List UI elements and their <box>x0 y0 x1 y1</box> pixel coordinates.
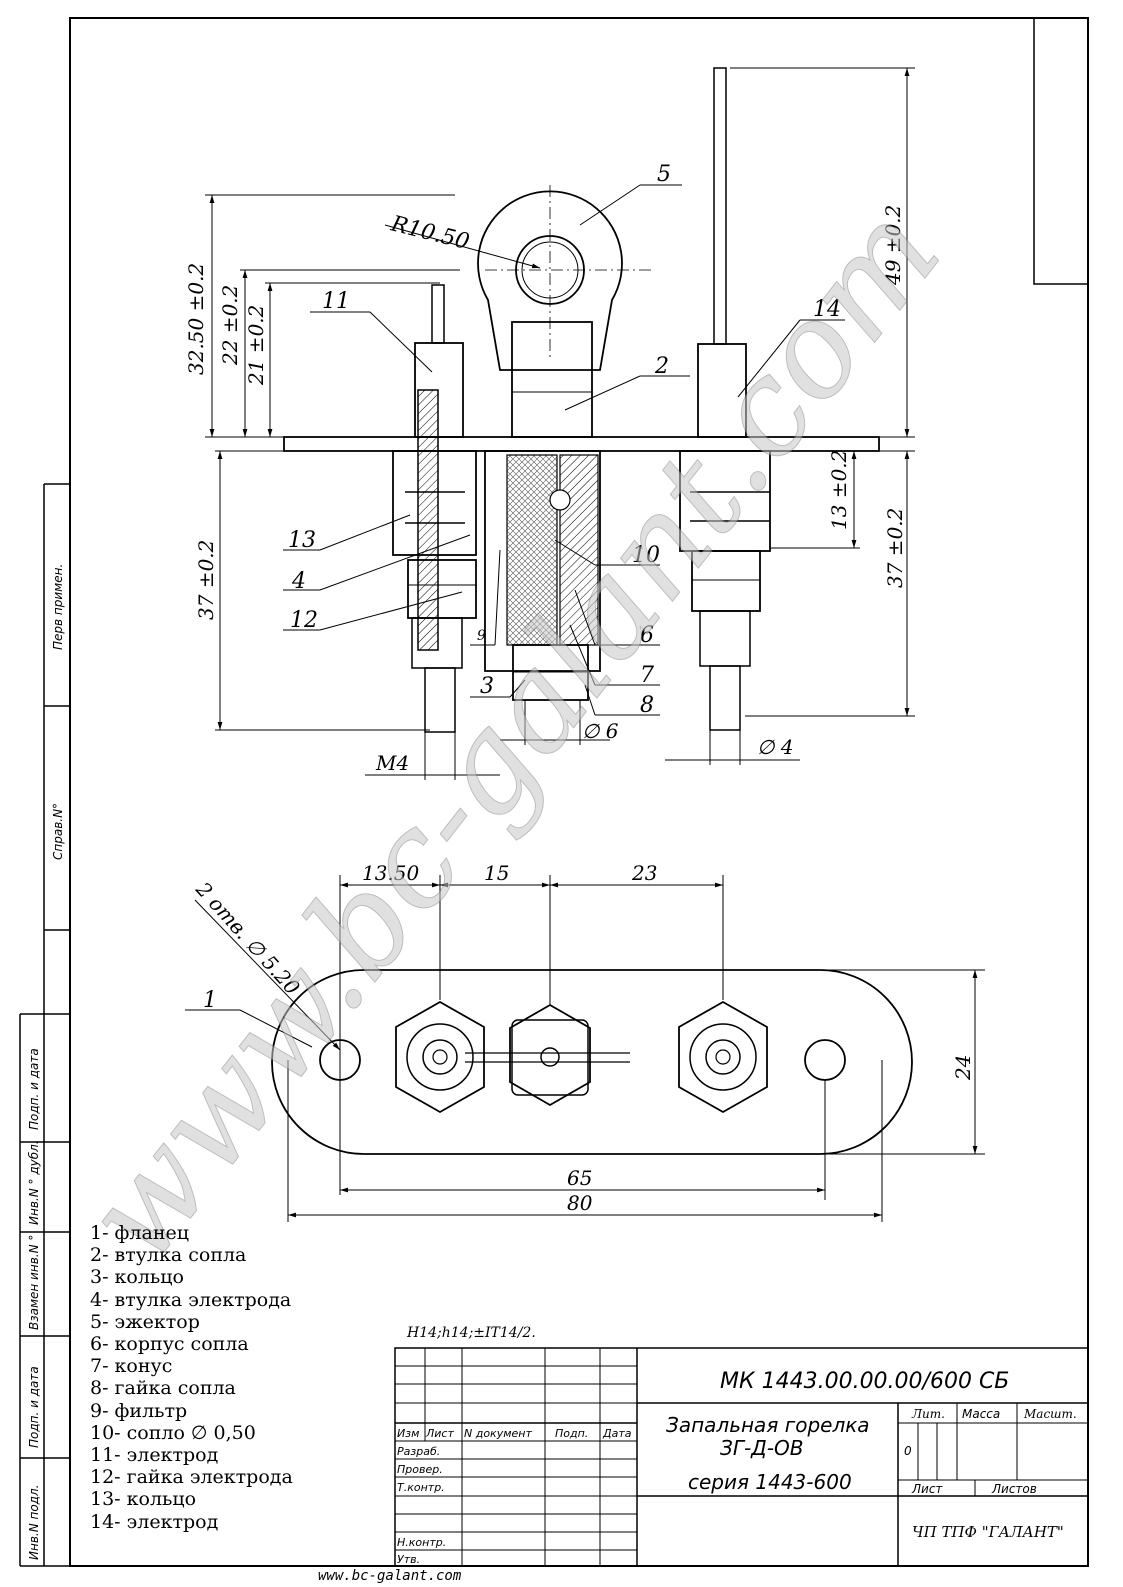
electrode-left <box>431 284 445 344</box>
left-electrode-sleeve <box>417 389 439 651</box>
svg-text:Подп. и дата: Подп. и дата <box>27 1048 41 1130</box>
dim-32-5: 32.50 ±0.2 <box>184 263 208 375</box>
svg-text:Подп.: Подп. <box>555 1427 588 1440</box>
dim-r1050: R10.50 <box>388 211 472 255</box>
top-dimension-lines <box>205 67 915 780</box>
svg-text:Листов: Листов <box>991 1482 1037 1496</box>
dim-d6: ∅ 6 <box>582 719 619 743</box>
callout-8: 8 <box>640 693 654 718</box>
svg-text:Инв.N ° дубл.: Инв.N ° дубл. <box>27 1140 41 1225</box>
callout-10: 10 <box>632 543 660 568</box>
svg-text:Утв.: Утв. <box>397 1553 420 1566</box>
company-name: ЧП ТПФ "ГАЛАНТ" <box>912 1523 1064 1541</box>
svg-text:Масса: Масса <box>962 1407 1000 1421</box>
legend-item: 7- конус <box>90 1355 173 1378</box>
legend-item: 2- втулка сопла <box>90 1244 247 1267</box>
hole-right <box>804 1039 846 1081</box>
legend-item: 14- электрод <box>90 1510 219 1533</box>
callout-leaders <box>185 184 845 1048</box>
product-series: серия 1443-600 <box>688 1470 852 1494</box>
drawing-number: МК 1443.00.00.00/600 СБ <box>720 1369 1009 1394</box>
legend-item: 9- фильтр <box>90 1399 188 1422</box>
callout-12: 12 <box>290 608 318 633</box>
dim-d4: ∅ 4 <box>757 735 794 759</box>
svg-text:N документ: N документ <box>464 1427 532 1440</box>
hex-right <box>678 1000 768 1114</box>
parts-legend: 1- фланец 2- втулка сопла 3- кольцо 4- в… <box>90 1222 293 1533</box>
svg-text:Справ.N°: Справ.N° <box>51 803 65 860</box>
dim-15: 15 <box>484 861 509 885</box>
callout-13: 13 <box>288 528 316 553</box>
svg-text:Масшт.: Масшт. <box>1023 1407 1077 1421</box>
tolerance-note: H14;h14;±IT14/2. <box>407 1325 536 1341</box>
dim-24: 24 <box>951 1055 975 1081</box>
svg-text:Взамен инв.N °: Взамен инв.N ° <box>27 1235 41 1330</box>
electrode-right <box>713 67 727 345</box>
nozzle-sleeve <box>511 321 593 438</box>
dim-m4: M4 <box>375 751 409 775</box>
callout-1: 1 <box>203 988 217 1013</box>
side-labels: Перв примен. Справ.N° Подп. и дата Инв.N… <box>27 564 65 1560</box>
dim-65: 65 <box>567 1166 592 1190</box>
svg-text:0: 0 <box>904 1444 912 1458</box>
product-name-1: Запальная горелка <box>666 1413 870 1437</box>
svg-text:Т.контр.: Т.контр. <box>397 1481 445 1494</box>
svg-text:Лит.: Лит. <box>911 1407 945 1421</box>
legend-item: 5- эжектор <box>90 1310 200 1333</box>
svg-text:Подп. и дата: Подп. и дата <box>27 1366 41 1448</box>
svg-text:Н.контр.: Н.контр. <box>397 1536 446 1549</box>
legend-item: 8- гайка сопла <box>90 1377 236 1400</box>
dim-13: 13 ±0.2 <box>827 450 851 530</box>
callout-3: 3 <box>480 674 494 699</box>
dim-37-right: 37 ±0.2 <box>883 508 907 588</box>
ejector-body <box>477 190 623 371</box>
dim-23: 23 <box>631 861 657 885</box>
dim-49: 49 ±0.2 <box>881 205 905 286</box>
svg-text:Перв примен.: Перв примен. <box>51 564 65 650</box>
svg-text:Лист: Лист <box>425 1427 454 1440</box>
hex-left <box>395 1000 485 1114</box>
legend-item: 13- кольцо <box>90 1488 197 1511</box>
callout-14: 14 <box>813 297 841 322</box>
callout-7: 7 <box>640 663 654 688</box>
callout-numbers: 1 2 3 4 5 6 7 8 9 10 11 12 13 14 <box>203 162 841 1013</box>
callout-11: 11 <box>322 289 350 314</box>
hex-middle <box>509 1003 591 1107</box>
front-section-view <box>283 67 880 733</box>
website-footer: www.bc-galant.com <box>318 1568 462 1584</box>
legend-item: 10- сопло ∅ 0,50 <box>90 1421 256 1444</box>
legend-item: 12- гайка электрода <box>90 1466 293 1489</box>
dim-80: 80 <box>567 1191 593 1215</box>
legend-item: 3- кольцо <box>90 1266 184 1289</box>
legend-item: 6- корпус сопла <box>90 1333 249 1356</box>
svg-text:Дата: Дата <box>602 1427 632 1440</box>
plan-dimension-lines <box>194 875 985 1222</box>
callout-6: 6 <box>640 623 654 648</box>
callout-4: 4 <box>291 569 306 594</box>
callout-9: 9 <box>477 628 486 644</box>
svg-text:Лист: Лист <box>911 1482 943 1496</box>
dim-21: 21 ±0.2 <box>244 305 268 386</box>
product-name-2: ЗГ-Д-ОВ <box>720 1436 804 1460</box>
svg-text:Провер.: Провер. <box>397 1463 443 1476</box>
nozzle-body <box>484 450 601 672</box>
svg-text:Изм: Изм <box>397 1427 419 1440</box>
legend-item: 4- втулка электрода <box>90 1288 292 1311</box>
callout-2: 2 <box>654 354 669 379</box>
legend-item: 1- фланец <box>90 1222 189 1244</box>
title-block-texts: МК 1443.00.00.00/600 СБ Запальная горелк… <box>397 1369 1077 1566</box>
legend-item: 11- электрод <box>90 1444 219 1467</box>
svg-text:Инв.N подл.: Инв.N подл. <box>27 1485 41 1560</box>
dim-22: 22 ±0.2 <box>218 285 242 366</box>
title-block-grid <box>394 1347 1089 1567</box>
svg-text:Разраб.: Разраб. <box>397 1445 440 1458</box>
dim-13-50: 13.50 <box>362 861 420 885</box>
callout-5: 5 <box>657 162 671 187</box>
dim-37-left: 37 ±0.2 <box>194 540 218 620</box>
